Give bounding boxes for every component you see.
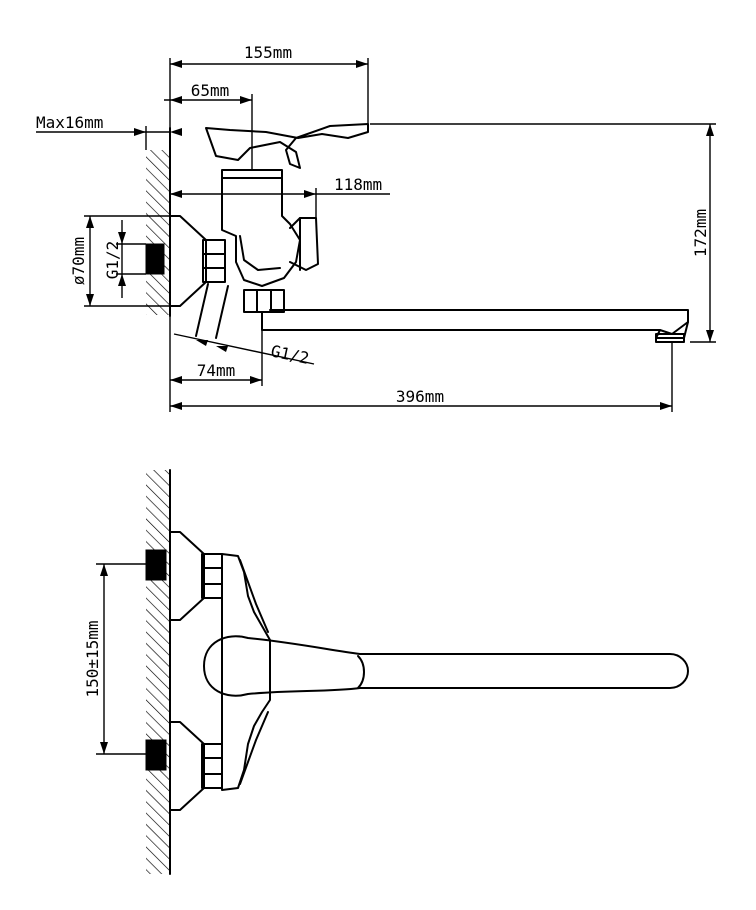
wall-hatch-side <box>146 150 170 315</box>
wall-hatch-top <box>146 470 170 874</box>
flange-side <box>169 215 207 307</box>
dim-spout-length: 396mm <box>396 387 444 406</box>
diverter-knob <box>289 217 319 271</box>
top-view: 150±15mm <box>83 469 689 875</box>
flange-top-upper <box>169 531 205 621</box>
wall-pipe-lower <box>145 739 167 771</box>
eccentric-tube <box>195 283 229 339</box>
dim-inlet-to-outlet: 118mm <box>334 175 382 194</box>
dim-thread-inlet: G1/2 <box>103 241 122 280</box>
flange-top-lower <box>169 721 205 811</box>
wall-pipe-side <box>145 243 165 275</box>
spout-side <box>261 309 689 335</box>
dim-handle-offset: 65mm <box>191 81 230 100</box>
dim-center-distance: 150±15mm <box>83 620 102 697</box>
side-view: 155mm 65mm Max16mm 118mm 172mm ø70m <box>36 43 716 412</box>
valve-body-top <box>221 553 271 791</box>
handle-lever-side <box>205 123 369 169</box>
spout-aerator <box>655 333 685 343</box>
handle-lever-top <box>203 635 689 697</box>
dim-thread-outlet: G1/2 <box>269 341 311 368</box>
hex-nut-upper <box>202 239 226 283</box>
wall-pipe-upper <box>145 549 167 581</box>
dim-max-wall: Max16mm <box>36 113 103 132</box>
hex-nut-lower <box>243 289 285 313</box>
dim-flange-diameter: ø70mm <box>69 237 88 285</box>
valve-body-side <box>221 169 301 287</box>
dim-height: 172mm <box>691 209 710 257</box>
dim-overall-depth: 155mm <box>244 43 292 62</box>
dim-eccentric-length: 74mm <box>197 361 236 380</box>
